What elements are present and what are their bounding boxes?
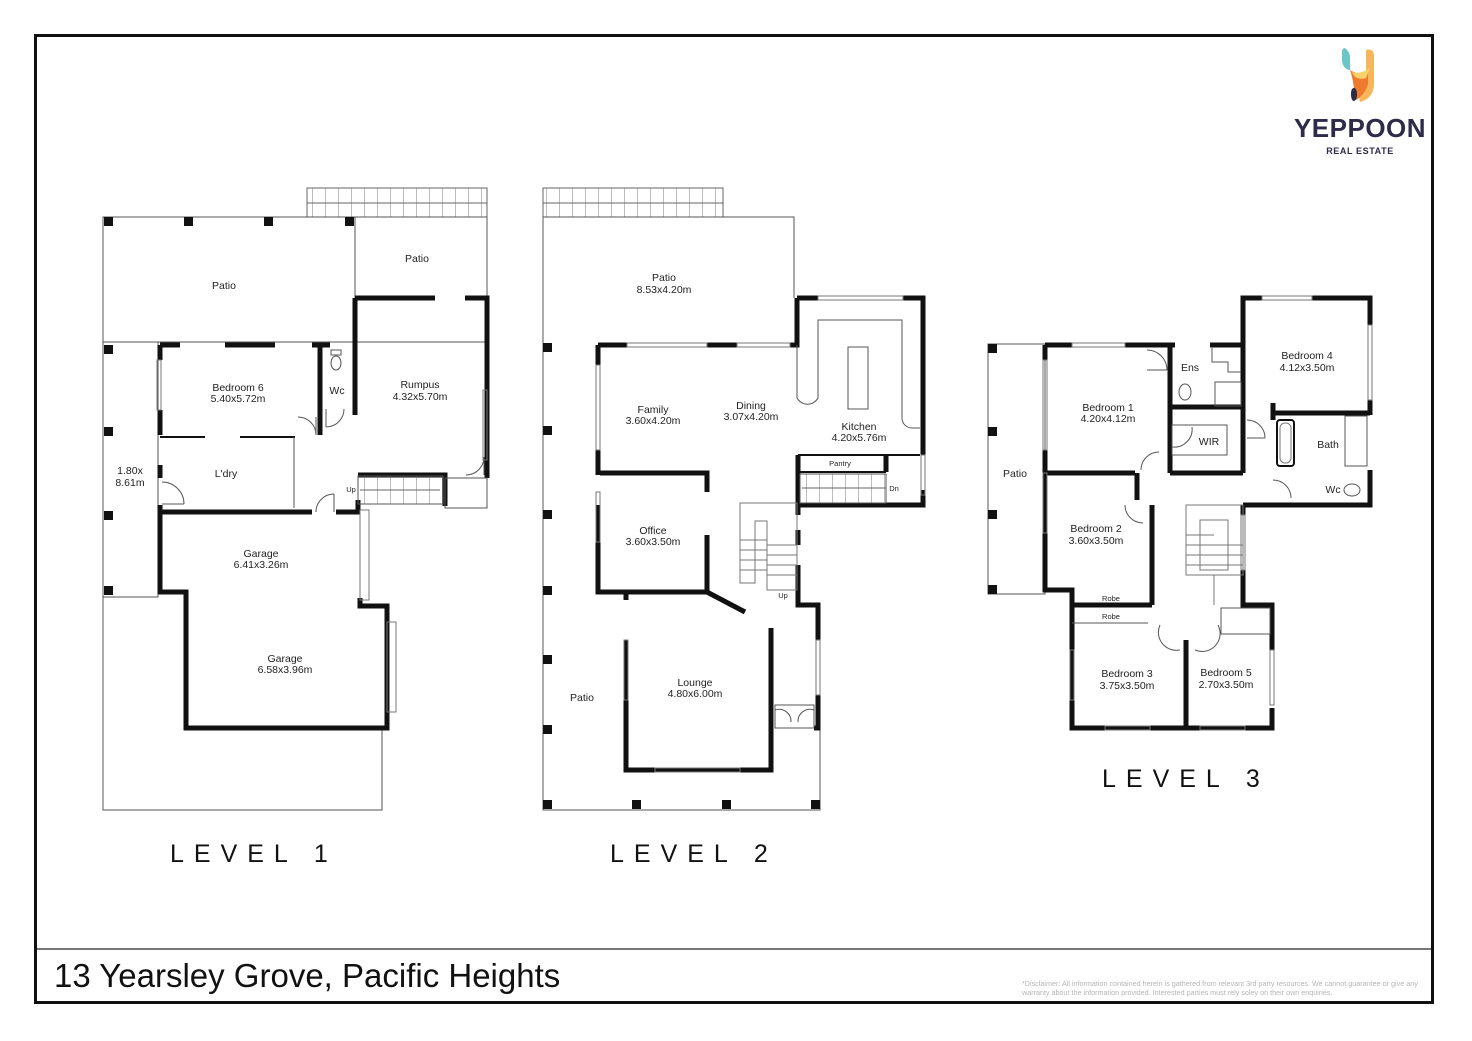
yeppoon-y-icon bbox=[1342, 48, 1374, 102]
patio-posts bbox=[104, 217, 354, 595]
room-label: Bedroom 5 bbox=[1200, 667, 1252, 679]
brand-logo: YEPPOON REAL ESTATE bbox=[1290, 44, 1430, 156]
patio-posts bbox=[543, 343, 820, 809]
room-label: Garage bbox=[243, 548, 278, 560]
level-1-walls bbox=[157, 295, 490, 731]
room-label: Wc bbox=[1325, 484, 1340, 496]
door-swings bbox=[161, 408, 485, 513]
deck-balustrade bbox=[542, 187, 724, 218]
stair-label: Dn bbox=[889, 484, 899, 493]
room-dims: 3.75x3.50m bbox=[1100, 680, 1155, 692]
stairs-level-2 bbox=[739, 473, 887, 591]
room-label: Garage bbox=[267, 653, 302, 665]
windows bbox=[1042, 295, 1373, 731]
room-dims: 2.70x3.50m bbox=[1199, 679, 1254, 691]
level-3-labels: Patio Bedroom 1 4.20x4.12m Ens WIR Bedro… bbox=[1003, 350, 1341, 692]
room-dims: 5.40x5.72m bbox=[211, 393, 266, 405]
level-3-plan bbox=[987, 295, 1373, 731]
room-label: Patio bbox=[652, 272, 676, 284]
room-label: Pantry bbox=[829, 459, 851, 468]
windows bbox=[595, 295, 926, 773]
entry-doors bbox=[774, 704, 815, 729]
deck-balustrade bbox=[306, 187, 488, 218]
disclaimer-text: *Disclaimer: All information contained h… bbox=[1022, 979, 1418, 997]
door-swings bbox=[1124, 349, 1292, 652]
room-label: Bedroom 2 bbox=[1070, 523, 1122, 535]
level-3-walls bbox=[1042, 295, 1373, 731]
bathroom-fixtures bbox=[1276, 415, 1368, 497]
level-1-labels: Patio Patio Bedroom 6 5.40x5.72m Wc Rump… bbox=[115, 253, 447, 676]
room-label: Patio bbox=[212, 280, 236, 292]
stairs-level-3 bbox=[1185, 504, 1244, 605]
brand-name: YEPPOON bbox=[1293, 113, 1427, 143]
ensuite-fixtures bbox=[1178, 348, 1242, 407]
room-label: 1.80x bbox=[117, 465, 143, 477]
room-dims: 3.60x3.50m bbox=[626, 536, 681, 548]
toilet-icon bbox=[1178, 383, 1192, 401]
room-dims: 4.20x5.76m bbox=[832, 432, 887, 444]
room-label: Bedroom 6 bbox=[212, 382, 264, 394]
room-dims: 3.60x4.20m bbox=[626, 415, 681, 427]
room-dims: 3.07x4.20m bbox=[724, 411, 779, 423]
toilet-icon bbox=[1343, 483, 1361, 497]
room-label: Office bbox=[639, 525, 666, 537]
room-label: L'dry bbox=[215, 468, 238, 480]
room-label: Ens bbox=[1181, 362, 1199, 374]
room-label: Patio bbox=[1003, 468, 1027, 480]
toilet-icon bbox=[330, 355, 342, 371]
level-1-plan bbox=[102, 187, 490, 811]
level-2-walls bbox=[595, 295, 926, 773]
kitchen-counters bbox=[796, 319, 920, 429]
room-label: Bedroom 3 bbox=[1101, 668, 1153, 680]
stairs-level-1 bbox=[357, 475, 444, 505]
room-label: Wc bbox=[329, 385, 344, 397]
property-address: 13 Yearsley Grove, Pacific Heights bbox=[54, 957, 561, 994]
room-label: WIR bbox=[1199, 436, 1220, 448]
room-dims: 4.12x3.50m bbox=[1280, 362, 1335, 374]
room-dims: 4.20x4.12m bbox=[1081, 413, 1136, 425]
room-label: Bedroom 4 bbox=[1281, 350, 1333, 362]
room-dims: 6.58x3.96m bbox=[258, 664, 313, 676]
patio-posts bbox=[988, 344, 997, 594]
room-label: Bedroom 1 bbox=[1082, 402, 1134, 414]
level-2-plan bbox=[542, 187, 926, 811]
room-label: Robe bbox=[1102, 612, 1120, 621]
level-2-title: LEVEL 2 bbox=[610, 840, 778, 868]
room-label: Family bbox=[638, 404, 670, 416]
room-dims: 8.61m bbox=[115, 477, 144, 489]
level-2-labels: Patio 8.53x4.20m Family 3.60x4.20m Dinin… bbox=[570, 272, 899, 704]
room-label: Dining bbox=[736, 400, 766, 412]
stair-label: Up bbox=[346, 485, 356, 494]
page-frame bbox=[34, 34, 1434, 1004]
brand-subtitle: REAL ESTATE bbox=[1326, 146, 1394, 156]
room-label: Bath bbox=[1317, 439, 1339, 451]
room-dims: 4.32x5.70m bbox=[393, 391, 448, 403]
room-dims: 3.60x3.50m bbox=[1069, 535, 1124, 547]
level-3-title: LEVEL 3 bbox=[1102, 765, 1270, 793]
room-label: Lounge bbox=[677, 677, 712, 689]
stair-label: Up bbox=[778, 591, 788, 600]
room-label: Rumpus bbox=[400, 379, 439, 391]
room-label: Patio bbox=[405, 253, 429, 265]
room-label: Robe bbox=[1102, 594, 1120, 603]
room-dims: 8.53x4.20m bbox=[637, 284, 692, 296]
room-label: Kitchen bbox=[841, 421, 876, 433]
room-dims: 4.80x6.00m bbox=[668, 688, 723, 700]
footer-divider bbox=[37, 948, 1431, 950]
patio-outline bbox=[102, 216, 488, 343]
room-dims: 6.41x3.26m bbox=[234, 559, 289, 571]
windows bbox=[156, 359, 488, 713]
level-1-title: LEVEL 1 bbox=[170, 840, 338, 868]
room-label: Patio bbox=[570, 692, 594, 704]
